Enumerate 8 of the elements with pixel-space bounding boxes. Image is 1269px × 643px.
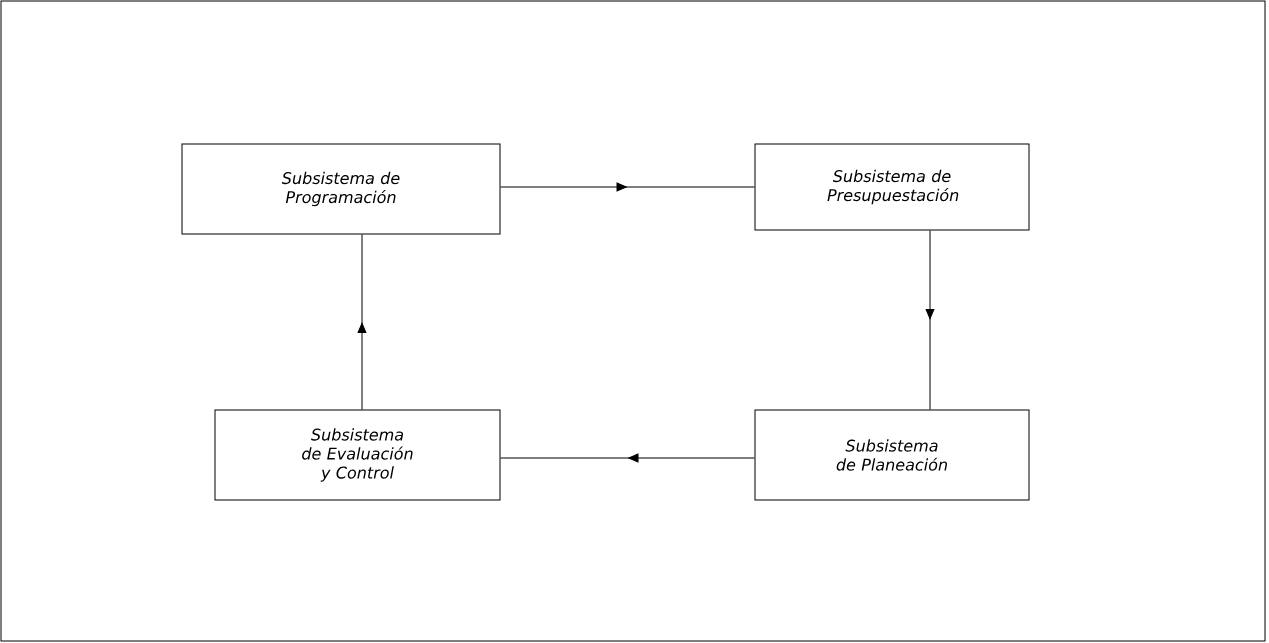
process-box: Subsistema de Evaluación y Control (214, 409, 501, 501)
arrow (500, 182, 755, 192)
process-box: Subsistema de Planeación (754, 409, 1030, 501)
process-box: Subsistema de Programación (181, 143, 501, 235)
arrow (925, 230, 935, 410)
process-box: Subsistema de Presupuestación (754, 143, 1030, 231)
arrow (500, 453, 755, 463)
arrow (357, 234, 367, 410)
